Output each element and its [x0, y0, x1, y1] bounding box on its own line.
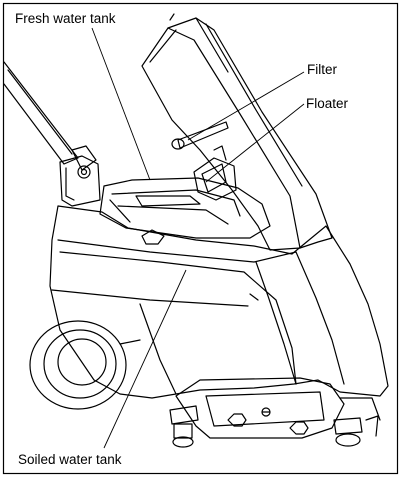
handle-bar	[3, 61, 97, 171]
caster-left	[169, 405, 199, 448]
rear-wheel	[29, 320, 141, 410]
machine-body	[49, 205, 389, 399]
soiled-water-tank	[59, 251, 297, 385]
leader-fresh-water-tank	[91, 27, 151, 181]
caster-right	[333, 415, 379, 447]
label-soiled-water-tank: Soiled water tank	[17, 452, 123, 467]
label-floater: Floater	[305, 96, 350, 111]
base-plate	[175, 377, 381, 439]
leader-floater	[205, 103, 305, 183]
diagram-frame	[2, 2, 399, 475]
floater	[193, 145, 237, 201]
fresh-water-tank	[99, 177, 271, 239]
label-filter: Filter	[306, 62, 338, 77]
filter	[171, 121, 229, 150]
latch	[141, 229, 165, 245]
leader-filter	[187, 71, 305, 141]
leader-soiled-water-tank	[103, 269, 187, 449]
lid	[141, 13, 333, 251]
handle-pivot	[59, 155, 101, 207]
label-fresh-water-tank: Fresh water tank	[14, 11, 117, 26]
